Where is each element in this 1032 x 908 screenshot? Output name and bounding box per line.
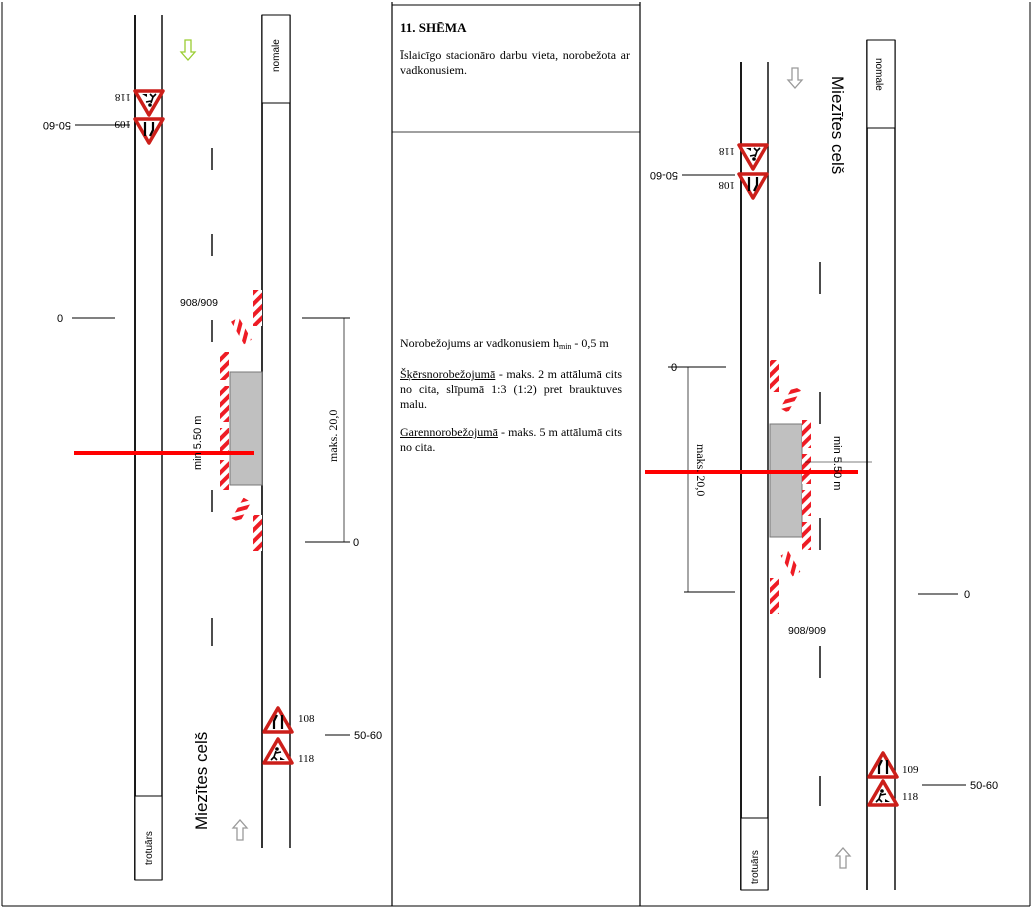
left-bottom-sign-118-code: 118	[298, 753, 315, 765]
left-dimensions	[72, 124, 350, 736]
right-sidewalk-box	[740, 817, 769, 891]
right-dimensions	[668, 174, 966, 786]
left-arrow-up	[231, 819, 249, 841]
left-bottom-sign-108-code: 108	[298, 713, 315, 725]
scheme-notes: Norobežojums ar vadkonusiem hmin - 0,5 m…	[400, 336, 622, 468]
note-cones-value: - 0,5 m	[571, 336, 609, 350]
note-long-text: - maks. 5 m attālumā cits no cita.	[400, 425, 622, 454]
left-top-sign-118-code: 118	[114, 91, 131, 103]
left-min-label: min 5.50 m	[192, 416, 204, 470]
left-arrow-down	[179, 39, 197, 61]
left-barriers	[220, 290, 262, 551]
right-top-sign-108-code: 108	[718, 179, 735, 191]
note-cones: Norobežojums ar vadkonusiem hmin - 0,5 m	[400, 336, 622, 354]
note-cones-h: h	[552, 336, 559, 350]
left-road	[134, 15, 291, 880]
note-long: Garennorobežojumā - maks. 5 m attālumā c…	[400, 425, 622, 455]
right-top-sign-118	[737, 143, 769, 171]
scheme-header: 11. SHĒMA Īslaicīgo stacionāro darbu vie…	[400, 20, 630, 78]
left-top-sign-109-code: 109	[114, 118, 131, 130]
left-zero-bottom: 0	[353, 537, 359, 549]
left-speed-top: 50-60	[43, 119, 71, 131]
note-cross-title: Šķērsnorobežojumā	[400, 367, 496, 381]
left-bottom-sign-108	[262, 706, 294, 734]
note-cross: Šķērsnorobežojumā - maks. 2 m attālumā c…	[400, 367, 622, 412]
left-street-name: Miezītes celš	[192, 732, 211, 830]
right-barrier-code: 908/909	[788, 625, 826, 637]
left-top-sign-118	[133, 89, 165, 117]
right-verge-label: nomale	[873, 58, 884, 91]
left-barrier-code: 908/909	[180, 297, 218, 309]
note-cross-text: - maks. 2 m attālumā cits no cita, slīpu…	[400, 367, 622, 411]
right-arrow-down	[786, 67, 804, 89]
note-cones-sub: min	[558, 342, 572, 351]
left-zero-top: 0	[57, 313, 63, 325]
right-road	[740, 40, 896, 890]
left-sidewalk-label: trotuārs	[144, 831, 155, 865]
left-verge-label: nomale	[271, 39, 282, 72]
right-bottom-sign-118-code: 118	[902, 791, 919, 803]
left-speed-bottom: 50-60	[354, 730, 382, 742]
right-street-name: Miezītes celš	[828, 76, 847, 174]
right-zero-top: 0	[671, 362, 677, 374]
right-zero-right: 0	[964, 589, 970, 601]
note-cones-text: Norobežojums ar vadkonusiem	[400, 336, 550, 350]
right-bottom-sign-118	[867, 779, 899, 807]
right-sidewalk-label: trotuārs	[750, 850, 761, 884]
scheme-description: Īslaicīgo stacionāro darbu vieta, norobe…	[400, 48, 630, 77]
right-min-label: min 5.50 m	[831, 436, 843, 490]
left-top-sign-109	[133, 117, 165, 145]
right-max-label: maks. 20,0	[694, 444, 708, 496]
right-arrow-up	[834, 847, 852, 869]
right-bottom-sign-109-code: 109	[902, 764, 919, 776]
left-work-zone	[229, 371, 263, 486]
right-speed-top: 50-60	[650, 169, 678, 181]
right-scheme: Miezītes celš nomale trotuārs 118 108 50…	[645, 39, 998, 891]
right-speed-bottom: 50-60	[970, 780, 998, 792]
right-barriers	[770, 360, 811, 614]
right-top-sign-108	[737, 172, 769, 200]
left-scheme: Miezītes celš nomale trotuārs 118 109 50…	[43, 14, 382, 881]
right-bottom-sign-109	[867, 751, 899, 779]
right-work-zone	[769, 423, 803, 538]
right-top-sign-118-code: 118	[718, 145, 735, 157]
left-max-label: maks. 20,0	[326, 410, 340, 462]
left-verge-box	[261, 14, 291, 104]
scheme-title: 11. SHĒMA	[400, 20, 467, 35]
left-sidewalk-box	[134, 795, 163, 881]
note-long-title: Garennorobežojumā	[400, 425, 498, 439]
right-verge-box	[866, 39, 896, 129]
left-bottom-sign-118	[262, 737, 294, 765]
